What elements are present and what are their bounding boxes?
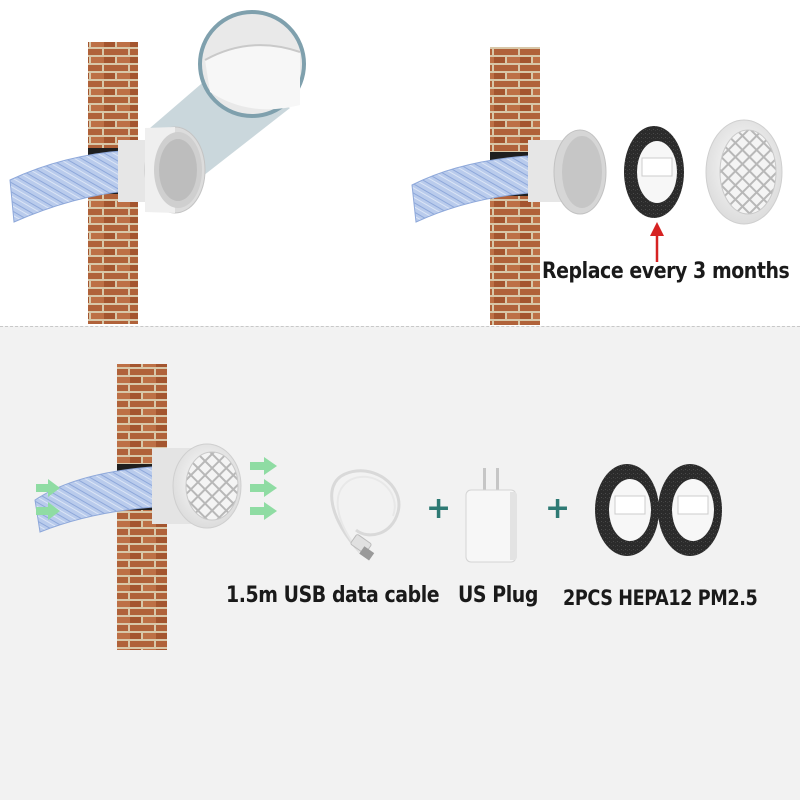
section-divider xyxy=(0,326,800,327)
grille-cover xyxy=(705,119,783,225)
usb-cable-caption: 1.5m USB data cable xyxy=(226,583,440,608)
airflow-out-arrows xyxy=(250,457,277,520)
replace-arrow xyxy=(650,222,664,262)
magnifier-circle xyxy=(198,10,306,118)
replace-interval-caption: Replace every 3 months xyxy=(542,259,790,284)
hepa-filters-caption: 2PCS HEPA12 PM2.5 xyxy=(563,586,758,610)
arrow-right-icon xyxy=(36,479,60,497)
vent-cap xyxy=(118,126,206,214)
arrow-right-icon xyxy=(36,502,60,520)
scene-airflow xyxy=(34,364,277,650)
arrow-right-icon xyxy=(250,479,277,497)
plus-icon: + xyxy=(545,491,571,526)
airflow-in-arrows xyxy=(36,479,60,520)
scene-installed-vent xyxy=(9,10,306,324)
assembled-vent xyxy=(152,443,242,529)
scene-exploded-view xyxy=(411,47,783,325)
us-plug-caption: US Plug xyxy=(458,583,538,608)
vent-sleeve xyxy=(528,129,607,215)
us-plug xyxy=(465,468,517,563)
arrow-right-icon xyxy=(250,457,277,475)
usb-cable xyxy=(330,469,401,561)
arrow-right-icon xyxy=(250,502,277,520)
arrow-up-icon xyxy=(650,222,664,236)
hepa-filter-1 xyxy=(595,464,659,556)
plus-icon: + xyxy=(426,491,452,526)
hepa-filter-2 xyxy=(658,464,722,556)
hepa-filter xyxy=(624,126,684,218)
